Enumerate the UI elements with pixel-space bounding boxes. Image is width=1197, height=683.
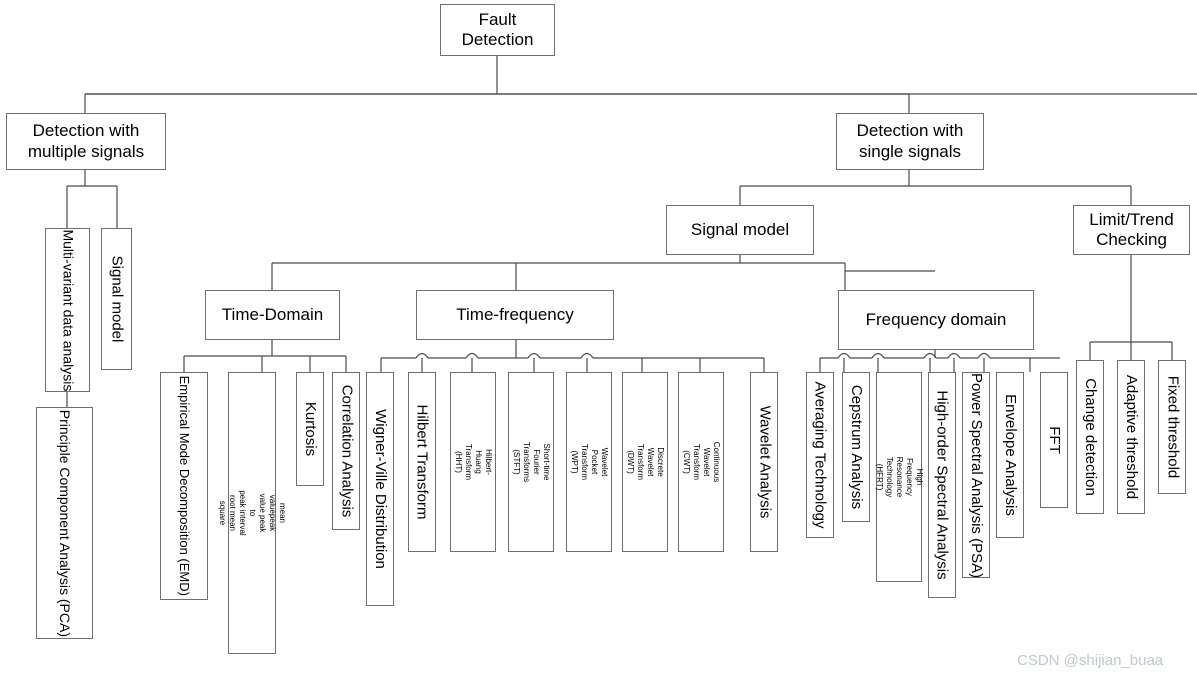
node-wavelet-analysis-label: Wavelet Analysis (756, 405, 774, 519)
node-hilbert-huang-transform[interactable]: Hilbert-Huang Transform (HHT) (450, 372, 496, 552)
node-wavelet-pocket-transform-label: Wavelet Pocket Transform (WPT) (570, 443, 609, 481)
node-detection-single-signals[interactable]: Detection with single signals (836, 113, 984, 170)
node-hilbert-huang-transform-label: Hilbert-Huang Transform (HHT) (454, 443, 493, 481)
node-cepstrum-analysis-label: Cepstrum Analysis (848, 384, 865, 510)
node-power-spectral-analysis[interactable]: Power Spectral Analysis (PSA) (962, 372, 990, 578)
node-short-time-fourier-transforms[interactable]: Short-time Fourier Transforms (STFT) (508, 372, 554, 552)
node-frequency-domain[interactable]: Frequency domain (838, 290, 1034, 350)
node-limit-trend-checking[interactable]: Limit/Trend Checking (1073, 205, 1190, 255)
node-root-label: Fault Detection (461, 9, 534, 49)
node-fixed-threshold-label: Fixed threshold (1164, 375, 1181, 479)
node-detection-multiple-signals-label: Detection with multiple signals (27, 121, 145, 161)
node-empirical-mode-decomposition[interactable]: Empirical Mode Decomposition (EMD) (160, 372, 208, 600)
node-signal-model[interactable]: Signal model (666, 205, 814, 255)
node-wavelet-analysis[interactable]: Wavelet Analysis (750, 372, 778, 552)
node-frequency-domain-label: Frequency domain (865, 309, 1007, 329)
node-principle-component-analysis-label: Principle Component Analysis (PCA) (56, 409, 73, 637)
node-envelope-analysis[interactable]: Envelope Analysis (996, 372, 1024, 538)
node-continuous-wavelet-transform[interactable]: Continuous Wavelet Transform (CWT) (678, 372, 724, 552)
node-root[interactable]: Fault Detection (440, 4, 555, 56)
node-cepstrum-analysis[interactable]: Cepstrum Analysis (842, 372, 870, 522)
node-empirical-mode-decomposition-label: Empirical Mode Decomposition (EMD) (176, 375, 192, 597)
node-left-signal-model-label: Signal model (108, 255, 126, 343)
node-time-domain-label: Time-Domain (221, 304, 324, 324)
node-correlation-analysis[interactable]: Correlation Analysis (332, 372, 360, 530)
node-correlation-analysis-label: Correlation Analysis (338, 384, 355, 518)
node-change-detection[interactable]: Change detection (1076, 360, 1104, 514)
node-kurtosis-label: Kurtosis (302, 401, 319, 457)
node-short-time-fourier-transforms-label: Short-time Fourier Transforms (STFT) (512, 441, 551, 483)
node-power-spectral-analysis-label: Power Spectral Analysis (PSA) (968, 373, 985, 579)
node-discrete-wavelet-transform[interactable]: Discrete Wavelet Transform (DWT) (622, 372, 668, 552)
node-adaptive-threshold-label: Adaptive threshold (1123, 374, 1140, 500)
node-envelope-analysis-label: Envelope Analysis (1002, 394, 1019, 516)
node-fft[interactable]: FFT (1040, 372, 1068, 508)
node-fft-label: FFT (1046, 426, 1063, 454)
node-left-signal-model[interactable]: Signal model (101, 228, 132, 370)
node-time-domain[interactable]: Time-Domain (205, 290, 340, 340)
node-change-detection-label: Change detection (1082, 378, 1099, 496)
node-detection-multiple-signals[interactable]: Detection with multiple signals (6, 113, 166, 170)
node-hilbert-transform[interactable]: Hilbert Transform (408, 372, 436, 552)
node-multi-variant-data-analysis-label: Multi-variant data analysis (59, 229, 76, 391)
node-high-order-spectral-analysis[interactable]: High-order Spectral Analysis (928, 372, 956, 598)
node-high-order-spectral-analysis-label: High-order Spectral Analysis (934, 390, 952, 580)
node-signal-model-label: Signal model (690, 219, 790, 239)
watermark: CSDN @shijian_buaa (1017, 652, 1164, 669)
node-continuous-wavelet-transform-label: Continuous Wavelet Transform (CWT) (682, 441, 721, 483)
node-kurtosis[interactable]: Kurtosis (296, 372, 324, 486)
node-averaging-technology-label: Averaging Technology (812, 381, 829, 529)
node-wigner-ville-distribution[interactable]: Wigner-Ville Distribution (366, 372, 394, 606)
node-averaging-technology[interactable]: Averaging Technology (806, 372, 834, 538)
node-high-frequency-resonance-technology-label: High Frequency Resonance Technology (HFR… (875, 456, 924, 498)
node-detection-single-signals-label: Detection with single signals (856, 121, 964, 161)
node-wavelet-pocket-transform[interactable]: Wavelet Pocket Transform (WPT) (566, 372, 612, 552)
node-principle-component-analysis[interactable]: Principle Component Analysis (PCA) (36, 407, 93, 639)
node-time-frequency-label: Time-frequency (456, 304, 574, 324)
node-high-frequency-resonance-technology[interactable]: High Frequency Resonance Technology (HFR… (875, 372, 924, 582)
node-wigner-ville-distribution-label: Wigner-Ville Distribution (372, 409, 389, 569)
node-hilbert-transform-label: Hilbert Transform (414, 404, 431, 520)
node-time-frequency[interactable]: Time-frequency (416, 290, 614, 340)
node-fixed-threshold[interactable]: Fixed threshold (1158, 360, 1186, 494)
node-limit-trend-checking-label: Limit/Trend Checking (1089, 209, 1174, 249)
node-discrete-wavelet-transform-label: Discrete Wavelet Transform (DWT) (626, 443, 665, 481)
node-adaptive-threshold[interactable]: Adaptive threshold (1117, 360, 1145, 514)
node-time-domain-statistics-line2: peak interval root mean square (218, 490, 247, 536)
node-time-domain-statistics-line1: mean valuepeak value peak to (248, 493, 287, 533)
node-multi-variant-data-analysis[interactable]: Multi-variant data analysis (45, 228, 90, 392)
